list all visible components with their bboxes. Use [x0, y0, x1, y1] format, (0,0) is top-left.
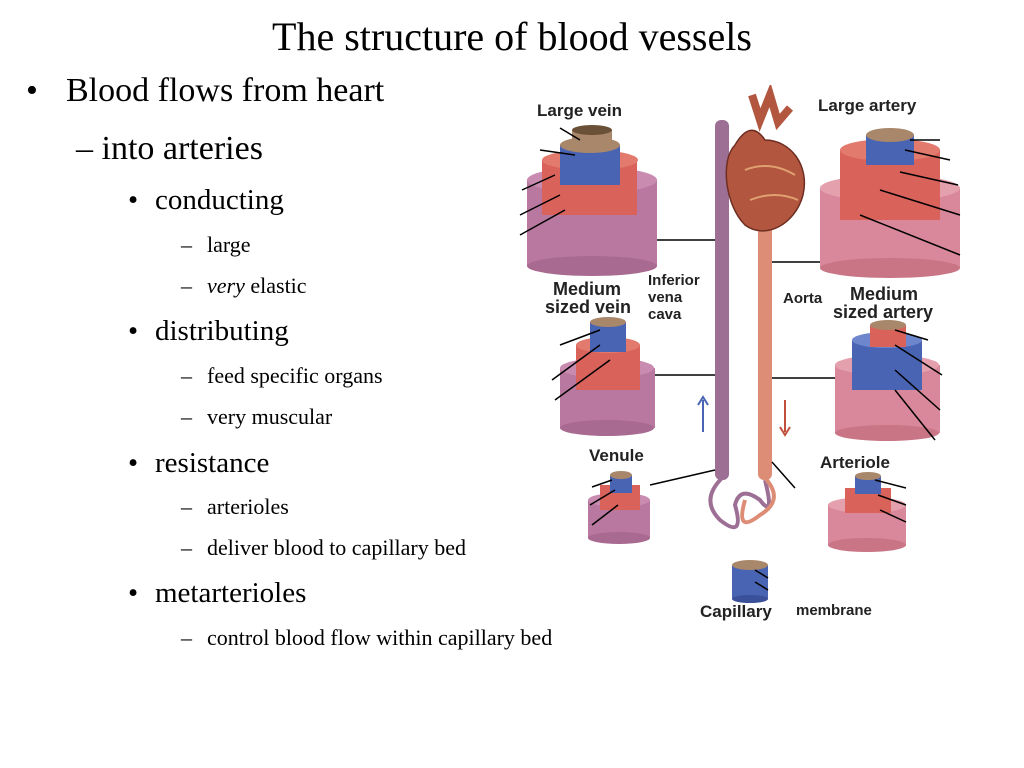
bullet-into-arteries: – into arteries [76, 130, 263, 167]
label-aorta: Aorta [783, 290, 823, 307]
label-capillary: Capillary [700, 602, 772, 621]
bullet-metarterioles: •metarterioles [128, 577, 307, 609]
bullet-large: –large [181, 232, 251, 257]
label-large-vein: Large vein [537, 101, 622, 120]
bullet-feed-organs: –feed specific organs [181, 363, 383, 388]
medium-artery-illustration [835, 320, 940, 441]
label-vena: vena [648, 289, 683, 306]
bullet-control-flow: –control blood flow within capillary bed [181, 625, 553, 650]
bullet-very-italic: very [207, 273, 245, 298]
bullet-arterioles: –arterioles [181, 494, 289, 519]
capillary-network [708, 476, 776, 530]
label-venule: Venule [589, 446, 644, 465]
bullet-deliver-blood: –deliver blood to capillary bed [181, 535, 467, 560]
bullet-very-muscular: –very muscular [181, 404, 333, 429]
bullet-control-flow-text: control blood flow within capillary bed [207, 625, 553, 650]
down-arrow-icon [779, 400, 791, 437]
venule-illustration [588, 471, 650, 544]
bullet-conducting-text: conducting [155, 184, 284, 216]
bullet-very-muscular-text: very muscular [207, 404, 333, 429]
label-large-artery: Large artery [818, 96, 917, 115]
aorta-vessel [758, 150, 772, 480]
label-arteriole: Arteriole [820, 453, 890, 472]
vena-cava-vessel [715, 120, 729, 480]
bullet-conducting: •conducting [128, 184, 284, 216]
capillary-illustration [732, 560, 768, 603]
bullet-very-elastic: –very elastic [181, 273, 307, 298]
bullet-deliver-blood-text: deliver blood to capillary bed [207, 535, 467, 560]
bullet-blood-flow: •Blood flows from heart [26, 72, 385, 109]
label-medium-artery-line2: sized artery [833, 302, 933, 322]
bullet-resistance-text: resistance [155, 447, 270, 479]
bullet-feed-organs-text: feed specific organs [207, 363, 383, 388]
medium-vein-illustration [560, 317, 655, 436]
label-cava: cava [648, 306, 682, 323]
label-inferior: Inferior [648, 272, 700, 289]
heart-icon [725, 85, 806, 232]
large-artery-illustration [820, 128, 960, 278]
bullet-blood-flow-text: Blood flows from heart [66, 72, 385, 109]
label-membrane: membrane [796, 602, 872, 619]
up-arrow-icon [697, 395, 709, 432]
arteriole-illustration [828, 472, 906, 552]
large-vein-illustration [527, 125, 657, 276]
bullet-distributing-text: distributing [155, 315, 289, 347]
bullet-large-text: large [207, 232, 251, 257]
bullet-distributing: •distributing [128, 315, 289, 347]
connector-lines [649, 239, 835, 489]
label-medium-vein-line2: sized vein [545, 297, 631, 317]
pointer-lines [519, 127, 961, 591]
blood-vessel-diagram: Large vein Large artery Medium sized vei… [519, 85, 961, 621]
bullet-resistance: •resistance [128, 447, 270, 479]
bullet-metarterioles-text: metarterioles [155, 577, 307, 609]
bullet-into-arteries-text: into arteries [101, 130, 263, 167]
label-medium-artery-line1: Medium [850, 284, 918, 304]
slide-title: The structure of blood vessels [272, 14, 752, 59]
bullet-arterioles-text: arterioles [207, 494, 289, 519]
bullet-elastic-text: elastic [250, 273, 307, 298]
label-medium-vein-line1: Medium [553, 279, 621, 299]
